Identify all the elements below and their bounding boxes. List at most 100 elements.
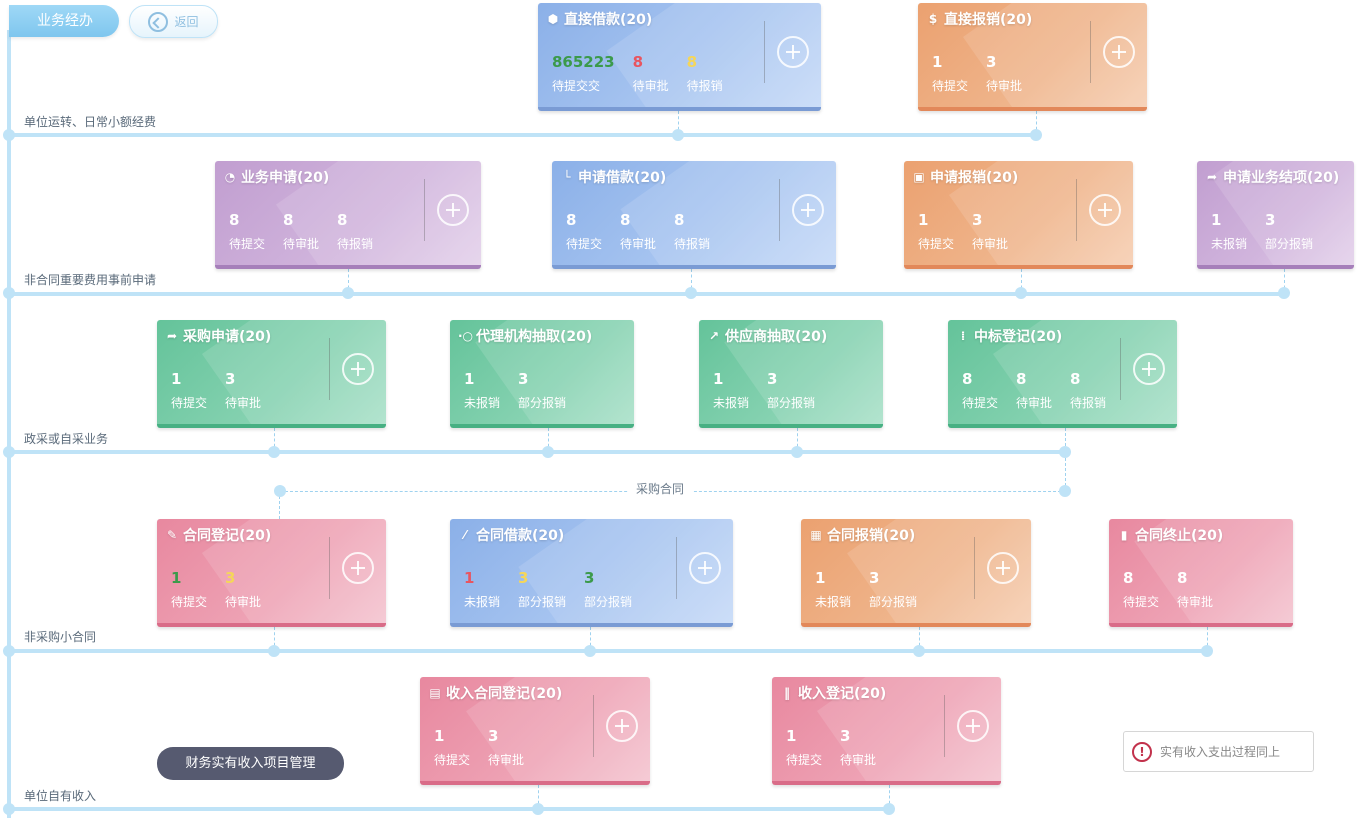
connector-dot <box>1059 446 1071 458</box>
add-button[interactable] <box>792 194 824 226</box>
section-label: 单位自有收入 <box>24 789 97 803</box>
add-button[interactable] <box>342 353 374 385</box>
pie-icon: ◔ <box>224 170 236 184</box>
stat-label: 待提交 <box>566 237 603 251</box>
card-title: ⁄合同借款(20) <box>458 525 564 545</box>
finance-income-project-button[interactable]: 财务实有收入项目管理 <box>157 747 344 780</box>
stat-value: 1 <box>713 370 724 388</box>
page-title: 业务经办 <box>9 5 119 37</box>
add-button[interactable] <box>342 552 374 584</box>
stat-label: 部分报销 <box>1265 237 1314 251</box>
add-button[interactable] <box>1103 36 1135 68</box>
stat-value: 1 <box>918 211 929 229</box>
card-stem <box>1207 627 1208 651</box>
stat-item[interactable]: 8 待报销 <box>1070 370 1106 411</box>
stat-value: 8 <box>632 53 644 71</box>
back-label: 返回 <box>174 15 199 29</box>
add-button[interactable] <box>689 552 721 584</box>
stat-label: 待报销 <box>1070 396 1107 410</box>
stat-value: 8 <box>337 211 348 229</box>
stat-value: 8 <box>229 211 240 229</box>
stat-item[interactable]: 1 未报销 <box>464 370 500 411</box>
card-title-text: 供应商抽取(20) <box>725 329 828 345</box>
add-button[interactable] <box>777 36 809 68</box>
stat-label: 部分报销 <box>518 396 567 410</box>
back-button[interactable]: 返回 <box>129 5 218 38</box>
stat-label: 未报销 <box>464 595 501 609</box>
add-button[interactable] <box>437 194 469 226</box>
card-divider <box>329 338 330 400</box>
card-title-text: 采购申请(20) <box>183 329 272 345</box>
add-button[interactable] <box>987 552 1019 584</box>
card-stem <box>274 627 275 651</box>
stat-value: 1 <box>1211 211 1222 229</box>
stat-value: 3 <box>972 211 983 229</box>
stat-value: 1 <box>464 370 475 388</box>
add-button[interactable] <box>1089 194 1121 226</box>
stat-label: 待提交交 <box>552 79 601 93</box>
note-text: 实有收入支出过程同上 <box>1160 745 1281 759</box>
add-button[interactable] <box>1133 353 1165 385</box>
add-button[interactable] <box>606 710 638 742</box>
add-button[interactable] <box>957 710 989 742</box>
card-title: ‖收入登记(20) <box>780 683 886 703</box>
stat-value: 8 <box>1070 370 1081 388</box>
card-stem <box>678 111 679 135</box>
stat-label: 未报销 <box>464 396 501 410</box>
stat-item[interactable]: 3 待审批 <box>972 211 1008 252</box>
stat-label: 待审批 <box>972 237 1009 251</box>
